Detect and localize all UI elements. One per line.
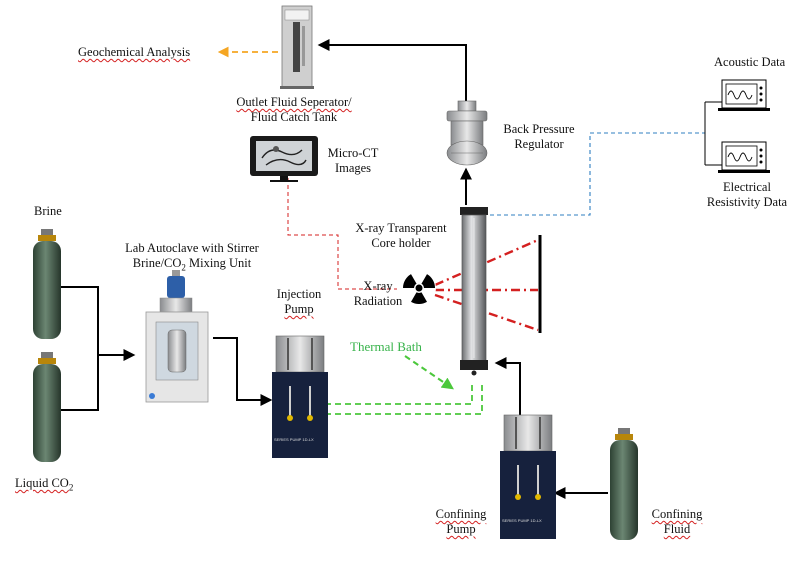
- micro-ct-label: Micro-CT Images: [320, 146, 386, 176]
- brine-label: Brine: [34, 204, 62, 218]
- confining-pump-line1: Confining: [435, 507, 487, 521]
- acoustic-data-link: [490, 132, 705, 216]
- oscilloscope-icon: [718, 79, 770, 111]
- syringe-pump-icon: [500, 414, 556, 539]
- micro-ct-line2: Images: [334, 161, 372, 175]
- back-pressure-line1: Back Pressure: [503, 122, 575, 136]
- autoclave-to-injection-pump-line: [213, 337, 273, 406]
- thermal-bath-label: Thermal Bath: [350, 339, 422, 354]
- outlet-separator-label: Outlet Fluid Seperator/ Fluid Catch Tank: [218, 95, 370, 125]
- autoclave-label: Lab Autoclave with Stirrer Brine/CO2 Mix…: [112, 241, 272, 276]
- acoustic-data-label: Acoustic Data: [714, 55, 786, 69]
- autoclave-line2-suffix: Mixing Unit: [185, 256, 252, 270]
- thermal-bath-lines: [325, 383, 483, 415]
- electrical-line2: Resistivity Data: [706, 195, 788, 209]
- back-pressure-regulator-icon: [446, 100, 488, 166]
- liquid-co2-subscript: 2: [68, 482, 74, 493]
- injection-pump-nameplate: SERIES PUMP 1D-LX: [274, 437, 314, 442]
- injection-pump-line2: Pump: [284, 302, 314, 316]
- outlet-separator-icon: [280, 5, 314, 89]
- co2-cylinder-line: [60, 355, 99, 411]
- autoclave-line2-prefix: Brine/CO: [132, 256, 182, 270]
- confining-fluid-label: Confining Fluid: [642, 507, 712, 537]
- autoclave-line1: Lab Autoclave with Stirrer: [125, 241, 259, 255]
- outlet-label-line1: Outlet Fluid Seperator/: [236, 95, 352, 109]
- xray-radiation-label: X-ray Radiation: [346, 279, 410, 309]
- core-holder-line2: Core holder: [371, 236, 431, 250]
- brine-cylinder-line: [60, 286, 99, 355]
- injection-pump-line1: Injection: [276, 287, 322, 301]
- bpr-to-separator-line: [317, 39, 467, 105]
- autoclave-co2-subscript: 2: [181, 262, 186, 273]
- confining-fluid-line2: Fluid: [663, 522, 691, 536]
- thermal-bath-arrow: [404, 355, 454, 390]
- back-pressure-line2: Regulator: [514, 137, 564, 151]
- gas-cylinder-icon: [33, 352, 61, 462]
- confining-pump-line2: Pump: [446, 522, 476, 536]
- confining-pump-to-core-line: [494, 357, 521, 415]
- injection-pump-label: Injection Pump: [268, 287, 330, 317]
- outlet-label-line2: Fluid Catch Tank: [250, 110, 338, 124]
- monitor-icon: [250, 136, 318, 182]
- xray-radiation-line2: Radiation: [353, 294, 403, 308]
- back-pressure-label: Back Pressure Regulator: [494, 122, 584, 152]
- autoclave-icon: [145, 270, 209, 403]
- electrical-resistivity-label: Electrical Resistivity Data: [690, 180, 804, 210]
- gas-cylinder-icon: [610, 428, 638, 540]
- xray-radiation-line1: X-ray: [363, 279, 393, 293]
- electrical-line1: Electrical: [723, 180, 771, 194]
- confining-fluid-line1: Confining: [651, 507, 703, 521]
- micro-ct-line1: Micro-CT: [327, 146, 379, 160]
- sensor-branch-lines: [704, 101, 722, 166]
- black-flow-lines: [60, 39, 608, 499]
- geochemical-analysis-label: Geochemical Analysis: [78, 45, 191, 59]
- microct-red-link: [287, 178, 397, 290]
- liquid-co2-label: Liquid CO2: [15, 476, 73, 496]
- oscilloscope-icon: [718, 141, 770, 173]
- syringe-pump-icon: [272, 335, 328, 458]
- gas-cylinder-icon: [33, 229, 61, 339]
- confining-pump-nameplate: SERIES PUMP 1D-LX: [502, 518, 542, 523]
- core-holder-line1: X-ray Transparent: [355, 221, 447, 235]
- core-holder-icon: [460, 207, 488, 376]
- core-holder-label: X-ray Transparent Core holder: [344, 221, 458, 251]
- xray-beam-lines: [434, 238, 539, 332]
- liquid-co2-prefix: Liquid CO: [15, 476, 69, 490]
- radiation-icon: [402, 271, 436, 305]
- autoclave-line2: Brine/CO2 Mixing Unit: [112, 256, 272, 276]
- confining-pump-label: Confining Pump: [424, 507, 498, 537]
